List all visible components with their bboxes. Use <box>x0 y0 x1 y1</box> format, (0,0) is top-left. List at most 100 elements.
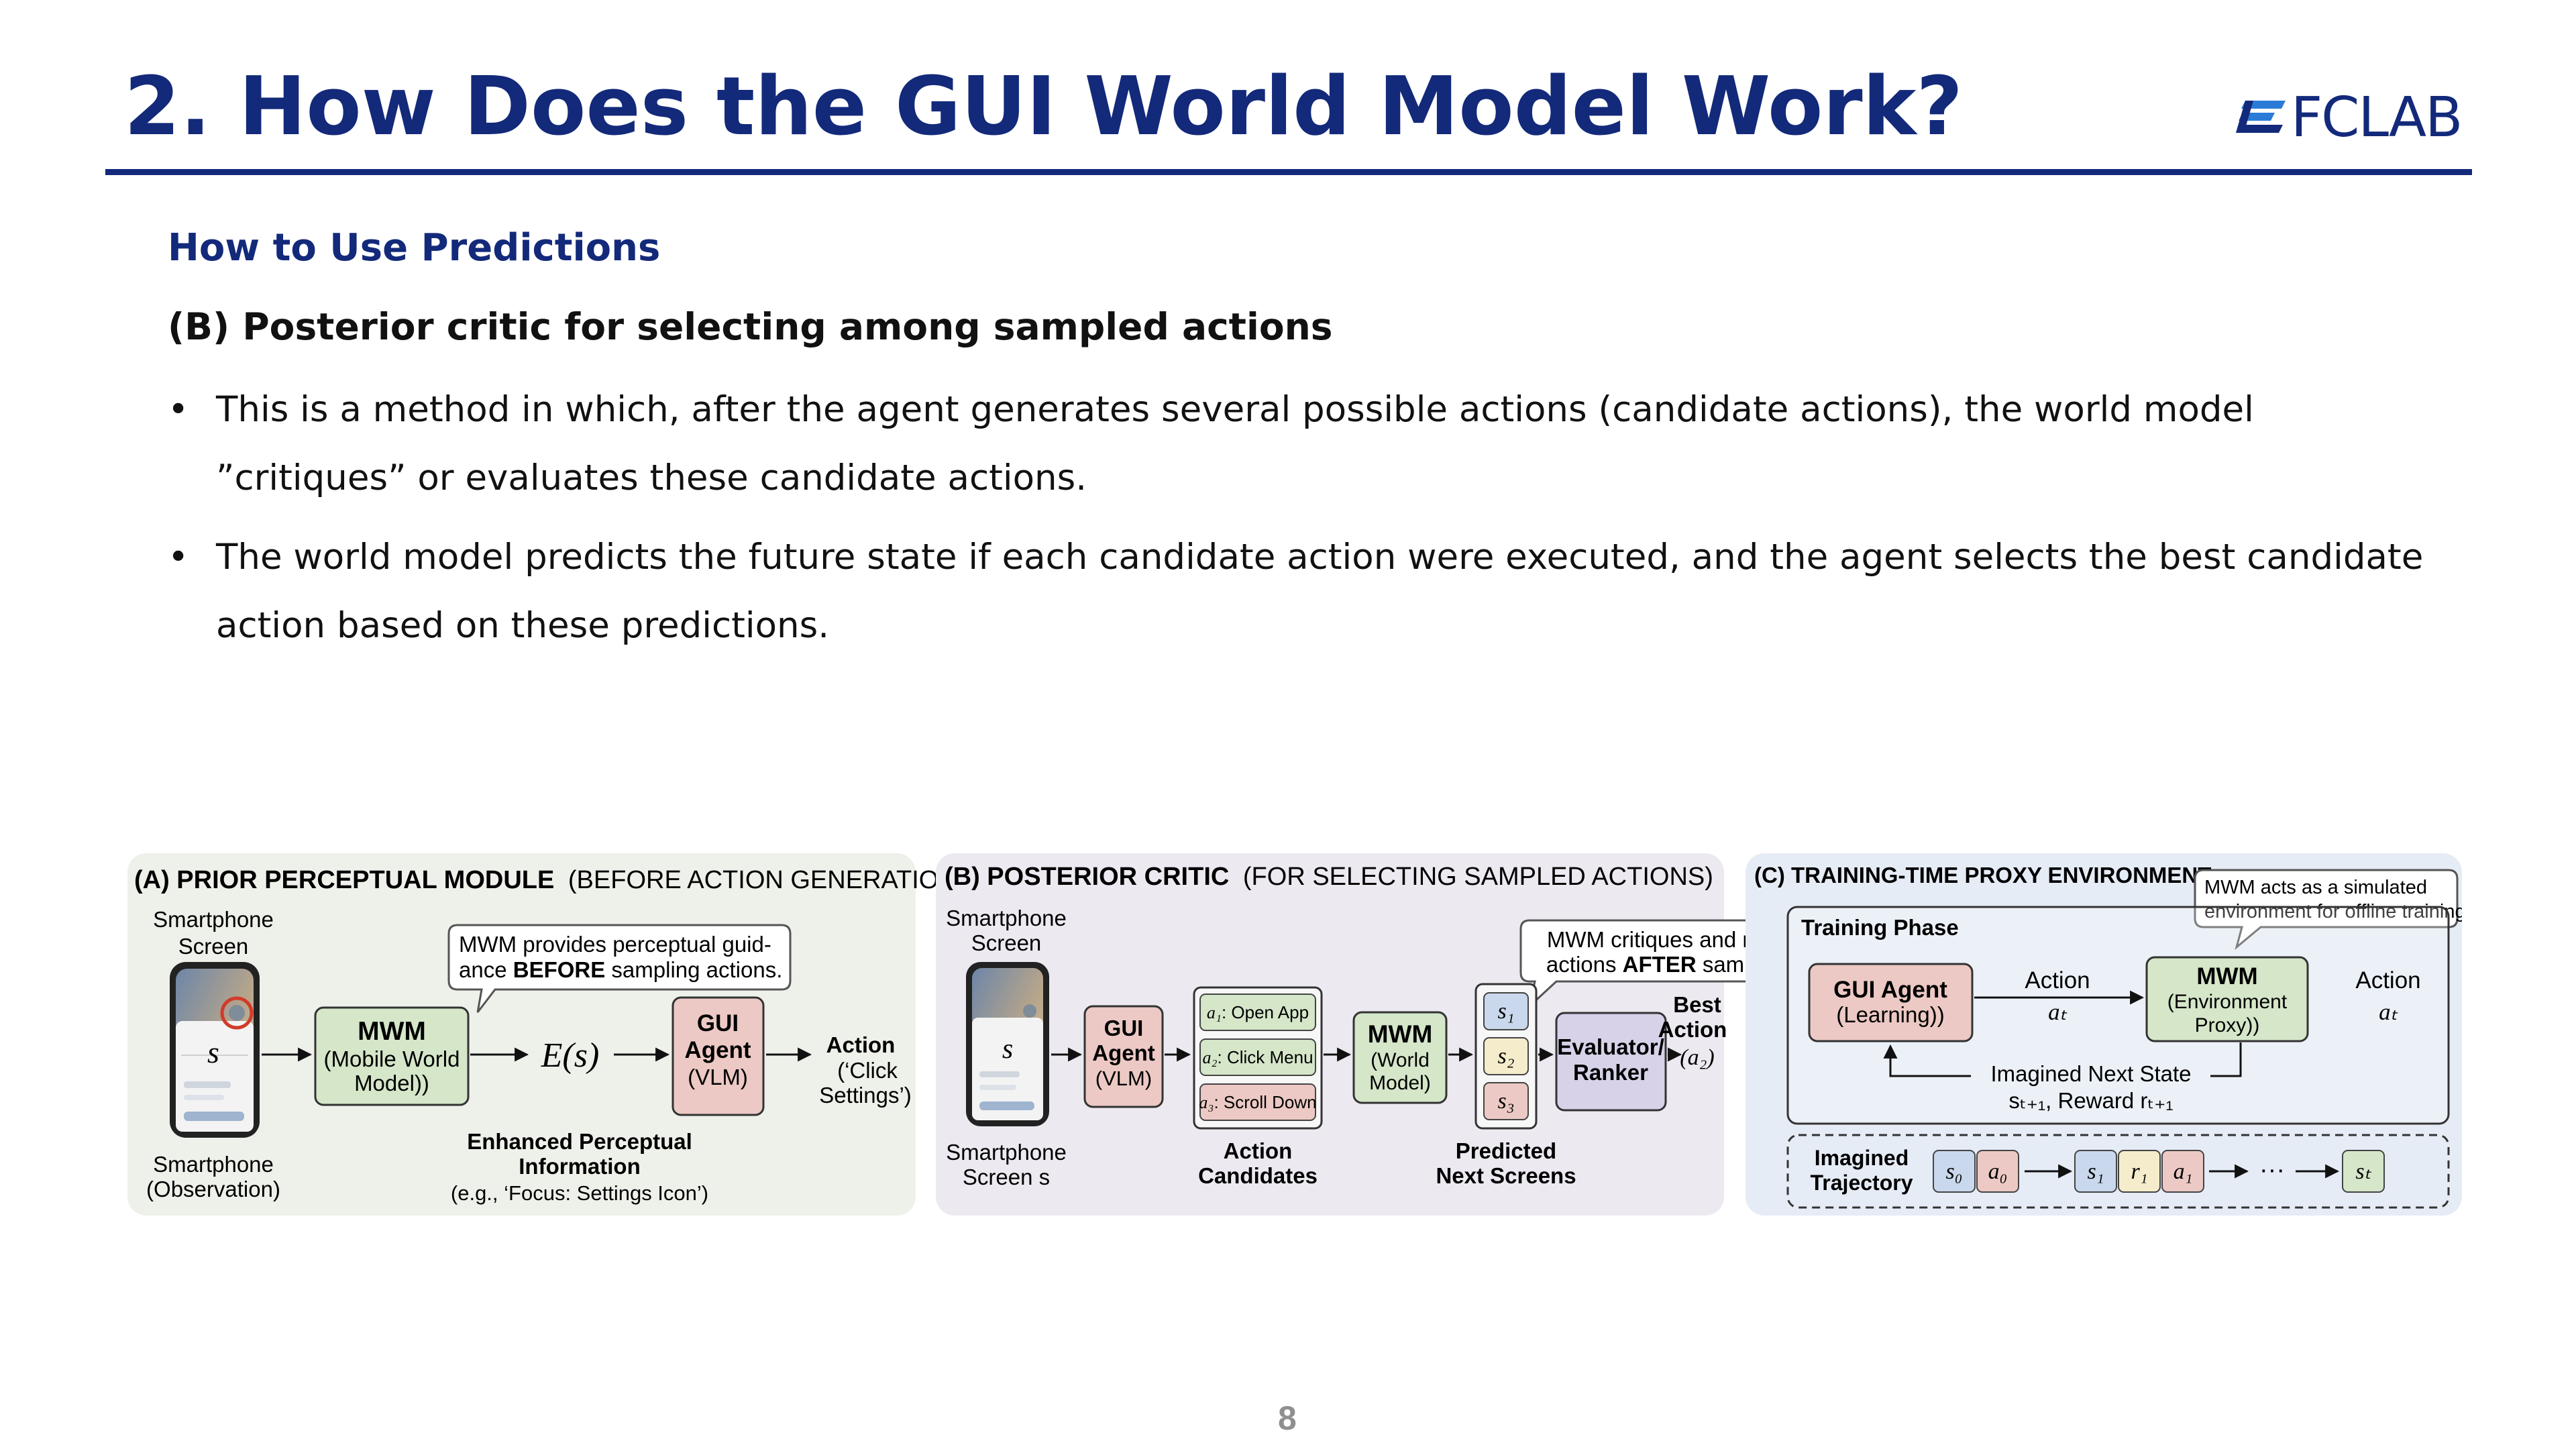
candidate-chip <box>1199 1038 1316 1076</box>
gui-agent-box: GUI Agent (VLM) <box>672 996 765 1116</box>
mwm-box: MWM (World Model) <box>1352 1011 1448 1104</box>
predicted-screens-group: s₁ s₂ s₃ <box>1474 983 1538 1130</box>
phone-bottom-label: Smartphone <box>946 1140 1067 1165</box>
smartphone-icon: s <box>966 962 1049 1126</box>
method-figure: (A) PRIOR PERCEPTUAL MODULE (BEFORE ACTI… <box>127 853 2462 1229</box>
bullet-item: The world model predicts the future stat… <box>168 523 2428 660</box>
mwm-title: MWM <box>2196 963 2257 989</box>
mwm-subtitle: Proxy)) <box>2195 1014 2260 1036</box>
mwm-title: MWM <box>358 1017 426 1046</box>
callout-before: MWM provides perceptual guid- ance BEFOR… <box>447 924 792 1013</box>
bullet-list: This is a method in which, after the age… <box>168 376 2428 671</box>
best-action-symbol: (a₂) <box>1680 1045 1714 1070</box>
candidates-caption: Action <box>1224 1138 1293 1163</box>
callout-proxy: MWM acts as a simulated environment for … <box>2194 869 2462 951</box>
panel-c-background <box>1746 853 2462 1216</box>
predicted-screen-label: s₃ <box>1497 1089 1514 1114</box>
best-action-label: Action <box>1658 1017 1727 1042</box>
action-symbol: aₜ <box>2379 999 2398 1025</box>
trajectory-token <box>1976 1150 2019 1193</box>
candidate-chip <box>1199 994 1316 1031</box>
trajectory-token-label: sₜ <box>2355 1159 2371 1184</box>
panel-a-title: (A) PRIOR PERCEPTUAL MODULE (BEFORE ACTI… <box>134 866 965 894</box>
callout-text: MWM acts as a simulated <box>2204 877 2427 898</box>
logo-text: FCLAB <box>2291 86 2463 150</box>
enhanced-info-caption: Information <box>519 1154 640 1179</box>
bullet-item: This is a method in which, after the age… <box>168 376 2428 513</box>
callout-text: MWM provides perceptual guid- <box>459 932 771 957</box>
agent-title: GUI <box>1104 1016 1144 1040</box>
phone-top-label: Smartphone <box>153 907 274 932</box>
trajectory-token <box>2074 1150 2117 1193</box>
feedback-arrow <box>1890 1042 2242 1077</box>
phone-top-label: Screen <box>178 934 249 959</box>
agent-subtitle: (VLM) <box>688 1065 748 1089</box>
mwm-subtitle: Model)) <box>354 1071 429 1095</box>
mwm-title: MWM <box>1368 1020 1433 1048</box>
agent-subtitle: (VLM) <box>1095 1067 1152 1090</box>
action-label: (‘Click <box>837 1058 898 1083</box>
mwm-subtitle: (Environment <box>2167 991 2288 1013</box>
slide-title: 2. How Does the GUI World Model Work? <box>124 60 1964 154</box>
trajectory-token-label: a₁ <box>2174 1159 2193 1184</box>
enhanced-info-caption: Enhanced Perceptual <box>467 1129 692 1154</box>
candidate-label: a₁: Open App <box>1207 1002 1309 1022</box>
page-number: 8 <box>1278 1399 1297 1437</box>
feedback-label: sₜ₊₁, Reward rₜ₊₁ <box>2008 1088 2173 1113</box>
mwm-subtitle: (Mobile World <box>324 1046 460 1071</box>
action-symbol: aₜ <box>2048 999 2068 1025</box>
fclab-logo: FCLAB <box>2231 80 2479 150</box>
predicted-screen-chip <box>1483 1082 1529 1120</box>
action-label: Action <box>2355 967 2420 994</box>
enhanced-info-example: (e.g., ‘Focus: Settings Icon’) <box>451 1181 708 1205</box>
trajectory-token <box>2161 1150 2204 1193</box>
section-heading: How to Use Predictions <box>168 226 661 270</box>
callout-text: environment for offline training. <box>2204 901 2462 922</box>
state-symbol: s <box>207 1035 219 1069</box>
training-phase-label: Training Phase <box>1801 915 1959 940</box>
phone-bottom-label: Smartphone <box>153 1152 274 1177</box>
action-label: Settings’) <box>819 1083 912 1108</box>
predicted-screen-label: s₁ <box>1497 999 1514 1024</box>
predicted-screens-caption: Predicted <box>1456 1138 1556 1163</box>
predicted-screen-chip <box>1483 992 1529 1030</box>
phone-bottom-label: Screen s <box>963 1165 1050 1189</box>
phone-bottom-label: (Observation) <box>146 1177 280 1201</box>
candidate-chip <box>1199 1083 1316 1121</box>
trajectory-token <box>2342 1150 2385 1193</box>
feedback-label: Imagined Next State <box>1991 1061 2192 1086</box>
phone-top-label: Screen <box>971 930 1042 955</box>
action-label: Action <box>2025 967 2090 994</box>
best-action-label: Best <box>1673 992 1721 1017</box>
panel-a: (A) PRIOR PERCEPTUAL MODULE (BEFORE ACTI… <box>127 853 965 1216</box>
trajectory-token-label: s₀ <box>1945 1159 1962 1184</box>
smartphone-icon: s <box>170 962 260 1138</box>
trajectory-token-label: s₁ <box>2087 1159 2104 1184</box>
callout-text: ance BEFORE sampling actions. <box>459 957 782 982</box>
agent-title: GUI Agent <box>1833 977 1947 1003</box>
gui-agent-box: GUI Agent (VLM) <box>1083 1005 1164 1108</box>
fclab-logo-mark-icon <box>2236 101 2286 133</box>
trajectory-label: Trajectory <box>1811 1171 1913 1195</box>
state-symbol: s <box>1002 1034 1013 1065</box>
mwm-box: MWM (Mobile World Model)) <box>314 1006 470 1106</box>
ranker-title: Ranker <box>1573 1060 1648 1085</box>
agent-title: Agent <box>684 1037 751 1063</box>
mwm-subtitle: Model) <box>1369 1072 1431 1094</box>
trajectory-token-label: a₀ <box>1988 1159 2008 1184</box>
predicted-screens-caption: Next Screens <box>1436 1163 1576 1188</box>
title-divider <box>105 169 2472 175</box>
predicted-screen-chip <box>1483 1037 1529 1075</box>
panel-c: (C) TRAINING-TIME PROXY ENVIRONMENT MWM … <box>1746 853 2462 1216</box>
agent-title: Agent <box>1092 1040 1155 1065</box>
method-figure-svg: (A) PRIOR PERCEPTUAL MODULE (BEFORE ACTI… <box>127 853 2462 1216</box>
gui-agent-box: GUI Agent (Learning)) <box>1808 963 1974 1042</box>
agent-subtitle: (Learning)) <box>1836 1002 1944 1027</box>
candidates-caption: Candidates <box>1198 1163 1318 1188</box>
agent-title: GUI <box>697 1010 739 1036</box>
sub-heading: (B) Posterior critic for selecting among… <box>168 305 1333 348</box>
trajectory-label: Imagined <box>1815 1146 1909 1170</box>
candidate-label: a₂: Click Menu <box>1202 1047 1313 1067</box>
panel-b-title: (B) POSTERIOR CRITIC (FOR SELECTING SAMP… <box>945 863 1713 891</box>
candidate-label: a₃: Scroll Down <box>1199 1092 1316 1112</box>
